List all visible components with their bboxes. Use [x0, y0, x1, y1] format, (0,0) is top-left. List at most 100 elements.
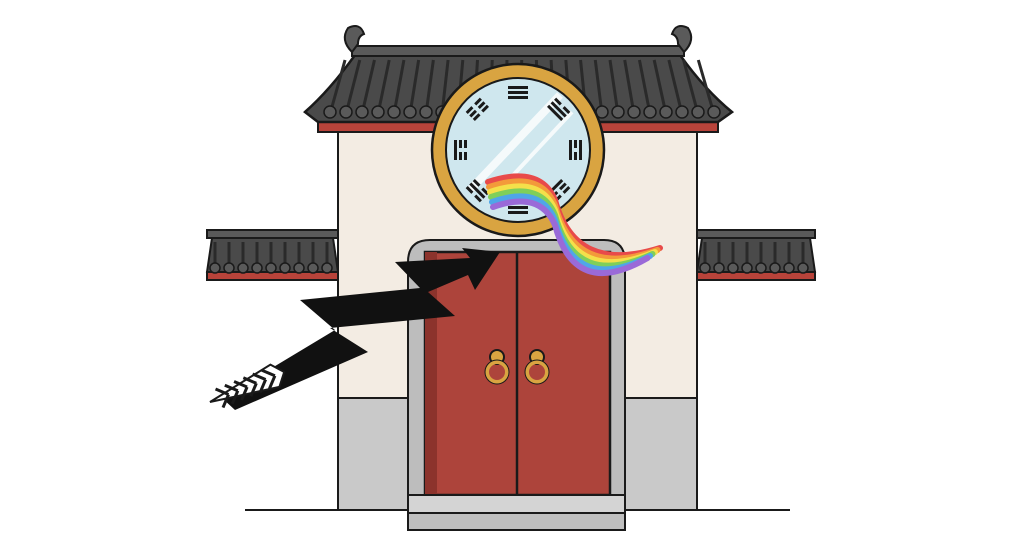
trigram-line: [472, 178, 481, 187]
fletch-stripe: [261, 368, 276, 378]
roof-tile-end: [419, 105, 433, 119]
left-wing-tile-end: [209, 262, 221, 274]
fletch-stripe: [221, 393, 230, 409]
fletch-stripe: [249, 382, 258, 397]
trigram-line: [569, 140, 572, 160]
trigram-icon: [569, 140, 582, 160]
door-ring-outline-left: [484, 359, 510, 385]
right-wing-tile-end: [797, 262, 809, 274]
roof-tile-row: [623, 59, 636, 115]
left-wing-tile-end: [237, 262, 249, 274]
roof-tile-row: [408, 59, 421, 115]
roof-tile-end: [371, 105, 385, 119]
trigram-line: [574, 152, 577, 160]
left-wing-tile-end: [265, 262, 277, 274]
roof-ornament-left: [343, 25, 366, 54]
trigram-line: [481, 187, 490, 196]
mirror-glare: [467, 92, 563, 193]
step-top: [407, 494, 626, 514]
trigram-line: [474, 97, 482, 106]
roof-tile-end: [627, 105, 641, 119]
right-wing-tile-end: [713, 262, 725, 274]
trigram-line: [454, 140, 457, 160]
trigram-line: [562, 186, 571, 194]
fletch-stripe: [240, 386, 249, 401]
trigram-icon: [508, 86, 528, 99]
trigram-line: [469, 182, 486, 199]
roof-tile-row: [682, 59, 700, 115]
roof-tile-end: [675, 105, 689, 119]
trigram-line: [481, 104, 490, 113]
trigram-line: [579, 140, 582, 160]
trigram-icon: [454, 140, 467, 160]
trigram-line: [562, 106, 571, 114]
right-wing-tile-end: [741, 262, 753, 274]
fletch-stripe: [258, 378, 268, 394]
right-wing-ridge: [696, 229, 816, 239]
roof-tile-end: [387, 105, 401, 119]
trigram-line: [472, 113, 481, 122]
trigram-icon: [465, 97, 490, 122]
trigram-line: [474, 194, 482, 203]
fletch-stripe: [233, 380, 248, 389]
fletch-stripe: [224, 383, 239, 393]
trigram-icon: [465, 178, 490, 203]
right-wing-tile-end: [769, 262, 781, 274]
roof-tile-end: [659, 105, 673, 119]
trigram-line: [546, 104, 564, 122]
door-ring-outline-right: [524, 359, 550, 385]
trigram-line: [508, 91, 528, 94]
trigram-icon: [546, 97, 571, 122]
roof-tile-row: [392, 59, 406, 115]
roof-tile-end: [323, 105, 337, 119]
right-wing-tile-end: [727, 262, 739, 274]
right-wing-tile-end: [699, 262, 711, 274]
roof-tile-row: [344, 59, 362, 115]
left-wing-tile-end: [307, 262, 319, 274]
roof-tile-end: [611, 105, 625, 119]
fletch-stripe: [252, 372, 267, 381]
roof-tile-end: [339, 105, 353, 119]
arrow-icon: [222, 248, 500, 410]
roof-tile-end: [643, 105, 657, 119]
roof-ornament-right: [670, 25, 693, 54]
arrow-fletching: [209, 363, 286, 403]
roof-ridge: [351, 45, 685, 57]
trigram-line: [464, 140, 467, 148]
door-ring-right: [525, 360, 549, 384]
trigram-line: [508, 96, 528, 99]
trigram-line: [469, 109, 477, 118]
arrow-fletching-icon: [209, 363, 286, 409]
fletch-stripe: [230, 390, 240, 405]
left-wing-tile-end: [293, 262, 305, 274]
left-wing-tile-end: [251, 262, 263, 274]
step-bottom: [407, 512, 626, 531]
trigram-line: [550, 101, 567, 118]
roof-tile-end: [403, 105, 417, 119]
trigram-line: [554, 97, 562, 106]
bagua-mirror-glass: [445, 77, 591, 223]
trigram-line: [508, 86, 528, 89]
left-wing-tile-end: [223, 262, 235, 274]
trigram-line: [508, 206, 528, 209]
roof-tile-end: [355, 105, 369, 119]
fletch-stripe: [242, 376, 257, 385]
roof-tile-row: [667, 59, 684, 115]
roof-tile-row: [376, 59, 391, 115]
left-wing-tile-end: [321, 262, 333, 274]
roof-tile-row: [440, 59, 450, 115]
trigram-line: [465, 106, 474, 114]
rainbow-band: [490, 198, 651, 276]
roof-tile-row: [328, 59, 347, 115]
roof-tile-row: [608, 59, 620, 115]
roof-tile-row: [652, 59, 668, 115]
roof-tile-row: [424, 59, 435, 115]
roof-tile-end: [691, 105, 705, 119]
roof-tile-row: [696, 59, 716, 115]
left-wing-ridge: [206, 229, 339, 239]
roof-tile-row: [637, 59, 652, 115]
trigram-line: [508, 211, 528, 214]
fletch-stripe: [214, 387, 230, 396]
trigram-line: [477, 101, 486, 109]
roof-tile-end: [707, 105, 721, 119]
